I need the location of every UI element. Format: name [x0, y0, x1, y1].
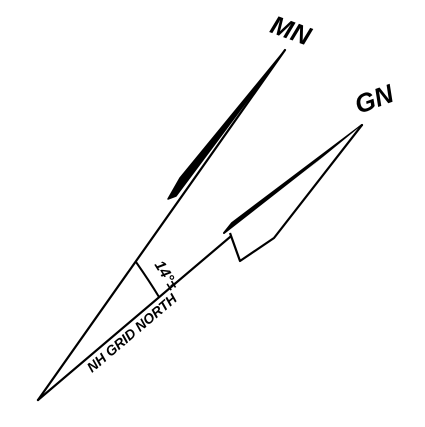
grid-north-arrow-open-half-icon [228, 124, 363, 263]
magnetic-north-label: MN [267, 9, 316, 51]
magnetic-north-arrow-icon [167, 49, 286, 200]
magnetic-north-line [36, 48, 287, 402]
declination-angle-arc [135, 261, 160, 298]
grid-north-label: GN [351, 78, 399, 120]
declination-angle-label: 14°± [151, 258, 182, 294]
grid-north-arrow-black-half-icon [223, 124, 363, 234]
grid-north-line-label: NH GRID NORTH [84, 290, 181, 376]
